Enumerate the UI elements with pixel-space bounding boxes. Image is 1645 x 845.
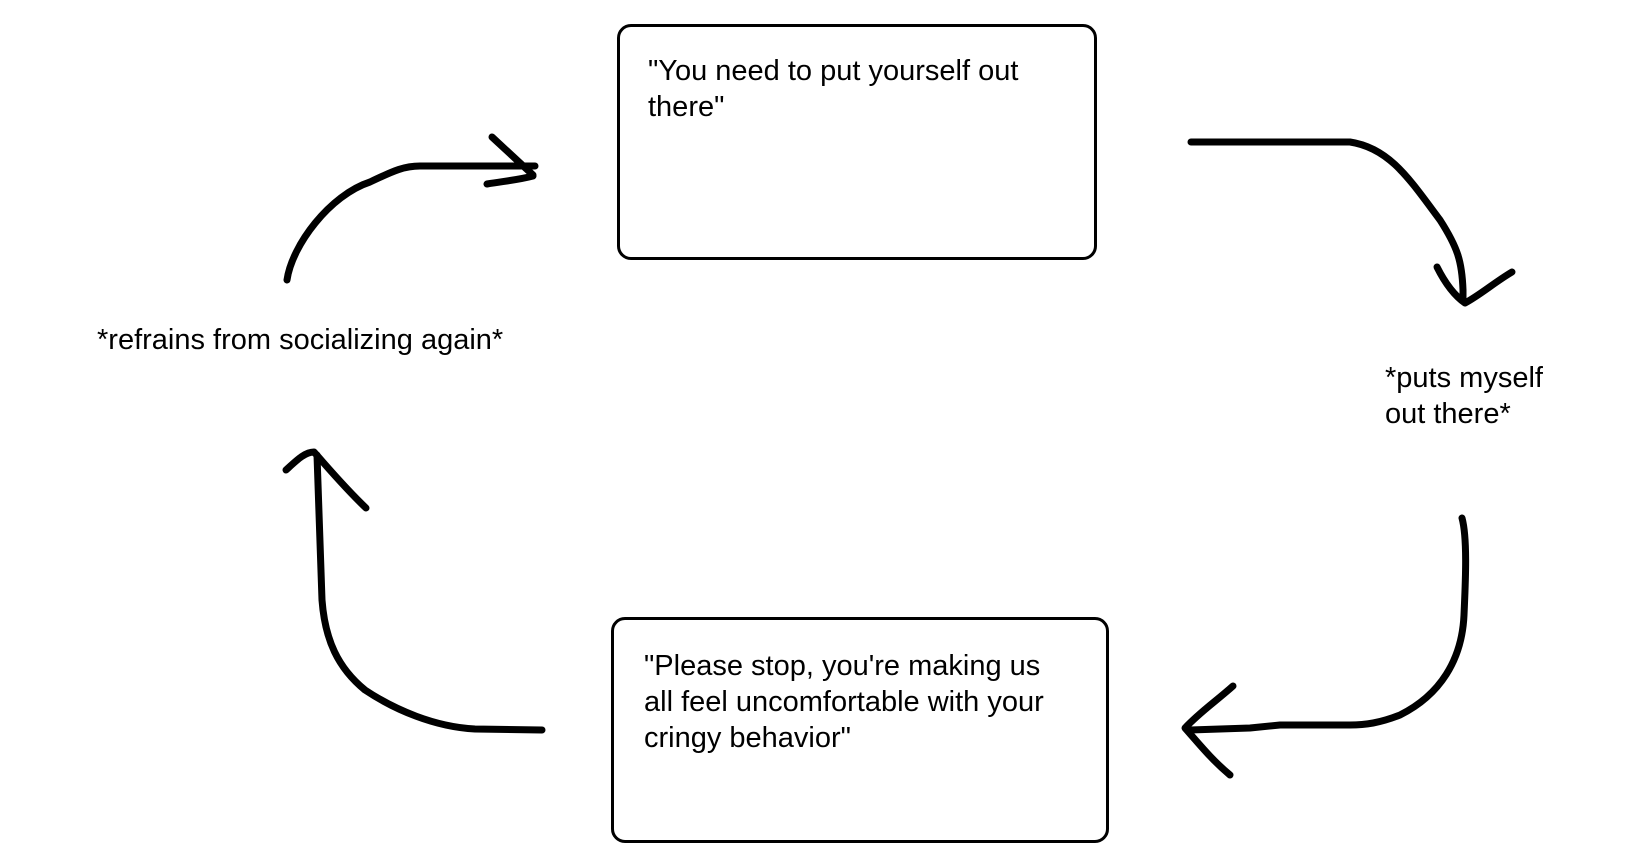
arrow-bottom-to-left — [282, 448, 546, 734]
arrow-right-to-bottom-shaft — [1186, 514, 1470, 734]
arrow-top-to-right-shaft — [1187, 138, 1467, 304]
arrow-left-to-top-head — [483, 133, 537, 188]
top-box-text: "You need to put yourself out there" — [648, 55, 1019, 123]
left-label: *refrains from socializing again* — [97, 324, 504, 356]
bottom-box-text: "Please stop, you're making us all feel … — [644, 650, 1044, 754]
bottom-box: "Please stop, you're making us all feel … — [611, 617, 1109, 843]
arrow-left-to-top — [283, 133, 539, 284]
arrow-bottom-to-left-head — [282, 448, 370, 512]
arrow-bottom-to-left-shaft — [313, 451, 546, 734]
arrow-top-to-right-head — [1433, 263, 1516, 307]
arrow-right-to-bottom — [1181, 514, 1470, 779]
arrow-top-to-right — [1187, 138, 1516, 307]
arrow-left-to-top-shaft — [283, 162, 539, 284]
top-box: "You need to put yourself out there" — [617, 24, 1097, 260]
arrow-right-to-bottom-head — [1181, 682, 1237, 779]
right-label: *puts myself out there* — [1385, 362, 1543, 430]
